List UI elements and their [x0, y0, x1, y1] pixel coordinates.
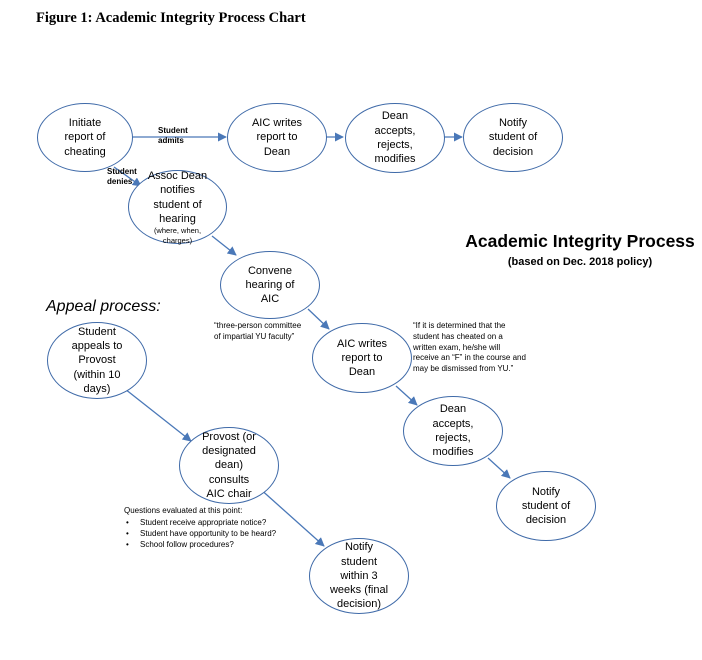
- edge-convene-to-aic-writes: [307, 308, 330, 330]
- node-line: cheating: [64, 145, 106, 158]
- node-line: Provost (or: [202, 430, 256, 443]
- node-line: consults: [208, 473, 250, 486]
- note-line: may be dismissed from YU.”: [413, 364, 514, 374]
- note-line: student has cheated on a: [413, 331, 503, 341]
- questions-list: Student receive appropriate notice? Stud…: [124, 517, 276, 551]
- node-line: hearing: [159, 212, 196, 225]
- node-line: Notify: [531, 485, 561, 498]
- node-line: Dean: [263, 145, 291, 158]
- edge-provost-to-notify: [257, 486, 325, 547]
- node-line: (within 10: [73, 368, 121, 381]
- node-line: accepts,: [432, 417, 474, 430]
- node-student-appeals: Student appeals to Provost (within 10 da…: [47, 322, 147, 399]
- edge-aic-writes-to-dean-2: [395, 385, 418, 406]
- node-line: report to: [256, 131, 298, 144]
- question-item: Student receive appropriate notice?: [124, 517, 276, 528]
- node-line: notifies: [160, 184, 195, 197]
- node-line: appeals to: [71, 340, 123, 353]
- node-line: Notify: [344, 541, 374, 554]
- figure-title: Figure 1: Academic Integrity Process Cha…: [36, 10, 306, 26]
- node-dean-decides-1: Dean accepts, rejects, modifies: [345, 103, 445, 173]
- node-line: accepts,: [374, 124, 416, 137]
- node-convene-hearing: Convene hearing of AIC: [220, 251, 320, 319]
- node-line: report to: [341, 351, 383, 364]
- node-line: AIC chair: [206, 487, 252, 500]
- node-line: hearing of: [245, 278, 295, 291]
- node-line: decision: [525, 514, 567, 527]
- note-line: receive an “F” in the course and: [413, 353, 526, 363]
- node-aic-writes-report-1: AIC writes report to Dean: [227, 103, 327, 172]
- node-line: designated: [202, 445, 256, 458]
- note-line: written exam, he/she will: [413, 342, 501, 352]
- node-line: AIC: [260, 293, 280, 306]
- edge-assoc-dean-to-convene: [211, 235, 237, 256]
- note-line: of impartial YU faculty”: [214, 331, 295, 341]
- node-notify-student-2: Notify student of decision: [496, 471, 596, 541]
- node-line: within 3: [340, 569, 378, 582]
- questions-title: Questions evaluated at this point:: [124, 506, 243, 515]
- edge-label-line: Student: [107, 167, 137, 176]
- note-policy-quote: “If it is determined that the student ha…: [413, 321, 526, 375]
- edge-label-student-admits: Student admits: [158, 126, 188, 145]
- node-line: student of: [153, 198, 202, 211]
- note-committee: “three-person committee of impartial YU …: [214, 321, 301, 343]
- node-line: student of: [488, 131, 538, 144]
- edge-label-line: admits: [158, 135, 184, 145]
- node-line: rejects,: [435, 432, 471, 444]
- node-dean-decides-2: Dean accepts, rejects, modifies: [403, 396, 503, 466]
- edge-label-line: Student: [158, 126, 188, 135]
- node-line: decision): [336, 598, 382, 611]
- node-line: Provost: [78, 354, 116, 367]
- node-line: Dean: [439, 403, 467, 416]
- process-subheading: (based on Dec. 2018 policy): [507, 256, 653, 268]
- node-line: dean): [214, 459, 244, 472]
- edge-initiate-to-assoc-dean: [113, 166, 142, 187]
- node-line: Notify: [498, 117, 528, 130]
- node-line: modifies: [374, 153, 416, 166]
- node-line: AIC writes: [251, 117, 303, 130]
- node-line: report of: [64, 131, 106, 144]
- process-heading: Academic Integrity Process: [465, 231, 695, 251]
- node-provost-consults: Provost (or designated dean) consults AI…: [179, 427, 279, 504]
- note-line: “If it is determined that the: [413, 321, 506, 330]
- node-line: AIC writes: [336, 337, 388, 350]
- note-line: “three-person committee: [214, 321, 302, 330]
- node-line: weeks (final: [329, 584, 389, 597]
- node-line: days): [83, 382, 111, 395]
- node-initiate-report: Initiate report of cheating: [37, 103, 133, 172]
- node-line: Convene: [247, 264, 293, 277]
- node-line: student: [340, 555, 378, 568]
- node-line: Initiate: [68, 117, 102, 130]
- question-item: Student have opportunity to be heard?: [124, 528, 276, 539]
- node-notify-final-decision: Notify student within 3 weeks (final dec…: [309, 538, 409, 614]
- node-line: Dean: [381, 110, 409, 123]
- edge-dean-to-notify-2: [487, 457, 511, 479]
- question-item: School follow procedures?: [124, 539, 276, 550]
- node-notify-student-1: Notify student of decision: [463, 103, 563, 172]
- node-line: Student: [78, 325, 116, 338]
- node-aic-writes-report-2: AIC writes report to Dean: [312, 323, 412, 393]
- node-line: decision: [492, 145, 534, 158]
- node-line: rejects,: [377, 139, 413, 151]
- node-line: modifies: [432, 446, 474, 459]
- node-assoc-dean-notifies: Assoc Dean notifies student of hearing (…: [128, 170, 227, 245]
- edge-label-line: denies: [107, 176, 133, 186]
- appeal-title: Appeal process:: [46, 298, 161, 315]
- node-line: Assoc Dean: [147, 170, 208, 183]
- node-line: student of: [521, 499, 571, 512]
- edge-label-student-denies: Student denies: [107, 167, 137, 186]
- node-line: Dean: [348, 366, 376, 379]
- node-detail: (where, when,: [153, 226, 202, 236]
- edge-appeal-to-provost: [124, 388, 192, 442]
- node-detail: charges): [162, 235, 193, 245]
